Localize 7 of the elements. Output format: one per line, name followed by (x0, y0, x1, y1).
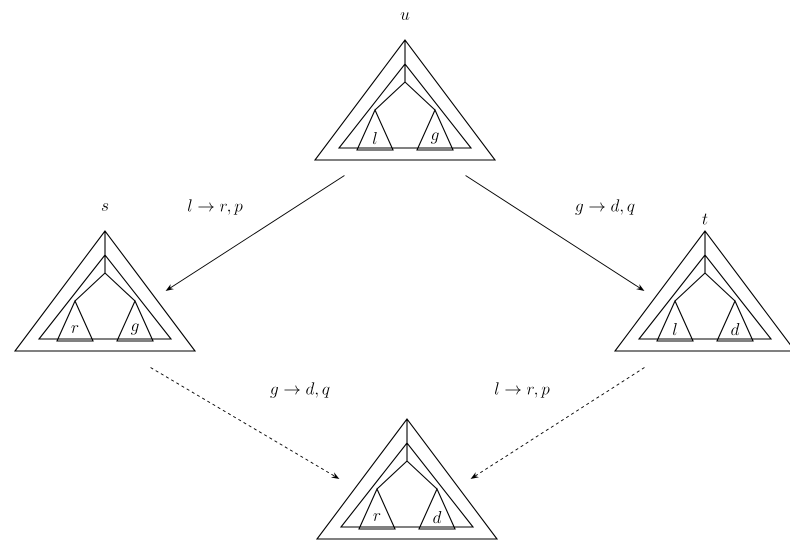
edge-label: $l \to r, p$ (185, 197, 245, 217)
node-label: $t$ (702, 214, 708, 224)
edge-label: $g \to d, q$ (268, 380, 332, 400)
node-label: $s$ (102, 203, 108, 211)
node-label: $u$ (400, 12, 410, 20)
edge-label: $g \to d, q$ (572, 197, 638, 217)
edge-label: $l \to r, p$ (492, 380, 552, 400)
